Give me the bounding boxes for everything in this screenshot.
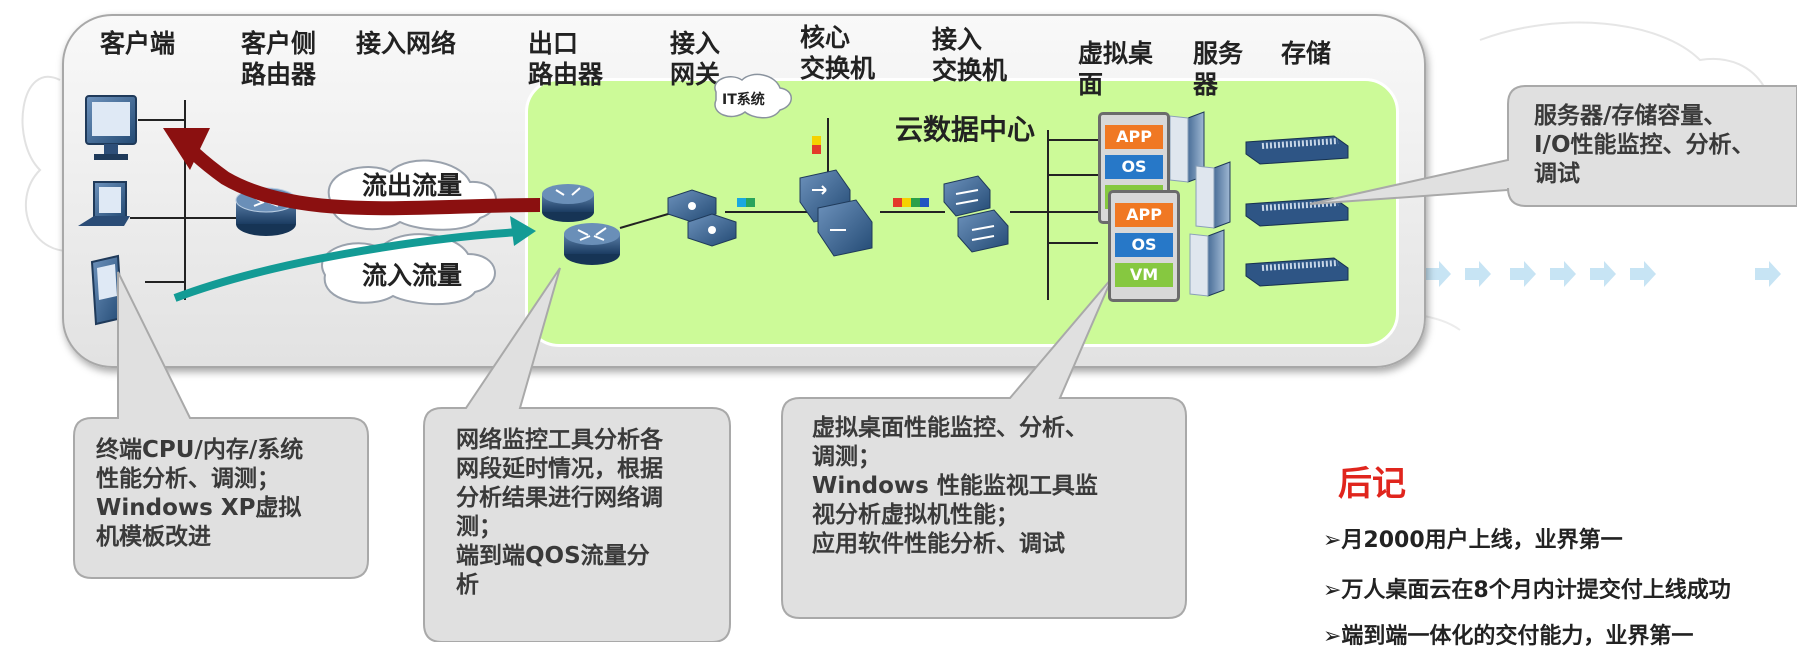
header-egress-router: 出口 路由器 — [528, 29, 604, 89]
header-access-switch: 接入 交换机 — [932, 25, 1008, 85]
packet-block — [812, 145, 821, 154]
vm-os-label: OS — [1105, 155, 1163, 179]
egress-router-icon — [542, 184, 620, 265]
packet-block — [902, 198, 911, 207]
access-switch-icon — [943, 175, 1009, 253]
header-virtual-desktop: 虚拟桌 面 — [1078, 39, 1154, 99]
laptop-icon — [78, 181, 130, 226]
packet-block — [737, 198, 746, 207]
header-server: 服务 器 — [1193, 39, 1244, 99]
server-icons — [1169, 111, 1231, 297]
afterword-title: 后记 — [1338, 464, 1406, 504]
terminal-callout-text: 终端CPU/内存/系统 性能分析、调测； Windows XP虚拟 机模板改进 — [96, 437, 304, 550]
cloud-datacenter-label: 云数据中心 — [895, 113, 1036, 146]
callout-shapes — [73, 85, 1797, 642]
afterword-item: ➢端到端一体化的交付能力，业界第一 — [1323, 624, 1694, 649]
packet-block — [746, 198, 755, 207]
it-system-label: IT系统 — [722, 92, 765, 108]
packet-block — [812, 136, 821, 145]
vm-vm-label: VM — [1115, 263, 1173, 287]
core-switch-icon — [799, 169, 873, 257]
access-gateway-icon — [667, 189, 737, 247]
header-storage: 存储 — [1281, 39, 1332, 68]
desktop-callout-text: 虚拟桌面性能监控、分析、 调测； Windows 性能监视工具监 视分析虚拟机性… — [812, 415, 1098, 557]
outflow-arrowhead — [163, 128, 210, 170]
header-access-gateway: 接入 网关 — [670, 29, 721, 89]
afterword-item: ➢万人桌面云在8个月内计提交付上线成功 — [1323, 578, 1731, 603]
desktop-pc-icon — [85, 95, 137, 160]
packet-block — [920, 198, 929, 207]
vm-app-label: APP — [1105, 125, 1163, 149]
vm-app-label: APP — [1115, 203, 1173, 227]
server-callout-text: 服务器/存储容量、 I/O性能监控、分析、 调试 — [1534, 103, 1755, 187]
storage-icons — [1245, 135, 1349, 287]
outflow-label: 流出流量 — [362, 171, 463, 200]
pda-icon — [90, 254, 124, 326]
header-client-router: 客户侧 路由器 — [241, 29, 317, 89]
vm-stack-2: APP OS VM — [1108, 190, 1180, 302]
inflow-arrow — [173, 228, 521, 302]
inflow-arrowhead — [510, 216, 536, 246]
inflow-label: 流入流量 — [362, 261, 463, 290]
dc-links — [619, 118, 1098, 300]
vm-os-label: OS — [1115, 233, 1173, 257]
header-core-switch: 核心 交换机 — [800, 23, 876, 83]
network-callout-text: 网络监控工具分析各 网段延时情况，根据 分析结果进行网络调 测； 端到端QOS流… — [456, 427, 663, 598]
faint-arrows-decoration — [1425, 261, 1781, 287]
packet-block — [911, 198, 920, 207]
packet-block — [893, 198, 902, 207]
afterword-item: ➢月2000用户上线，业界第一 — [1323, 528, 1623, 553]
header-access-network: 接入网络 — [356, 29, 457, 58]
header-client: 客户端 — [100, 29, 176, 58]
